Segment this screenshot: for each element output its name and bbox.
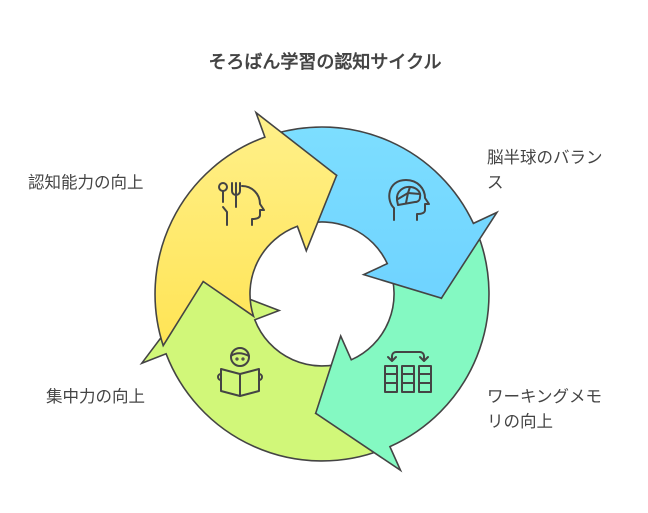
stage-label-hemisphere: 脳半球のバラン ス bbox=[487, 145, 603, 195]
segment-cognitive bbox=[154, 110, 338, 348]
segment-concentration bbox=[139, 280, 384, 462]
stage-label-working-memory-line1: ワーキングメモ bbox=[487, 387, 603, 406]
stage-label-working-memory-line2: リの向上 bbox=[487, 412, 553, 431]
stage-label-hemisphere-line1: 脳半球のバラン bbox=[487, 148, 603, 167]
diagram-title: そろばん学習の認知サイクル bbox=[208, 52, 442, 73]
brain-head-icon bbox=[388, 179, 430, 221]
stage-label-concentration: 集中力の向上 bbox=[46, 387, 145, 406]
stage-label-working-memory: ワーキングメモ リの向上 bbox=[487, 384, 602, 434]
stage-label-cognitive: 認知能力の向上 bbox=[28, 173, 144, 192]
stage-label-hemisphere-line2: ス bbox=[487, 173, 504, 192]
person-with-tools-icon bbox=[218, 182, 265, 226]
reading-person-icon bbox=[217, 347, 263, 397]
memory-columns-swap-icon bbox=[384, 351, 432, 393]
